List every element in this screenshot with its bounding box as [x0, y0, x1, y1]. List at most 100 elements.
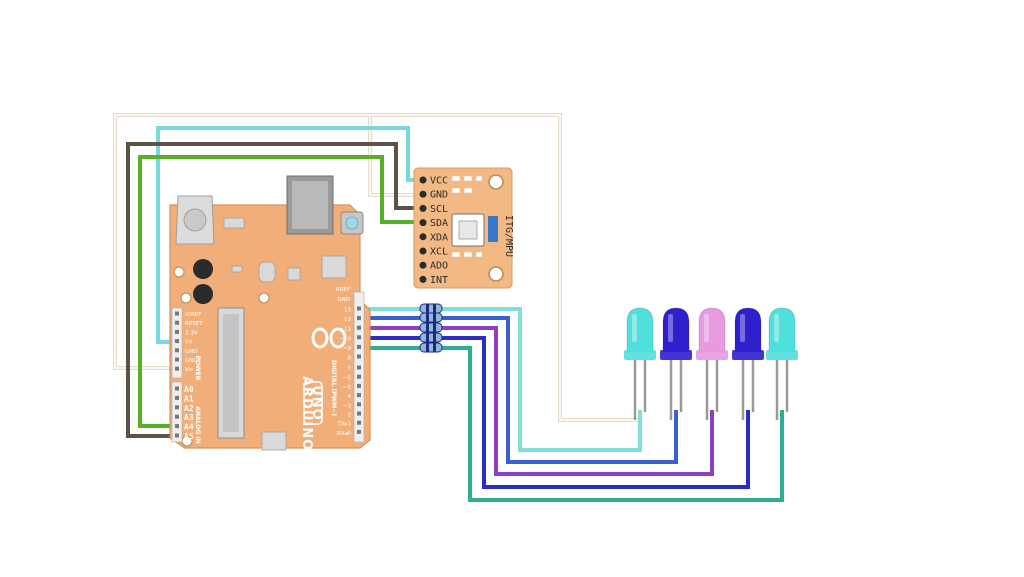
imu-mount-hole-bottom: [488, 266, 504, 282]
imu-pin-hole: [419, 176, 427, 184]
power-pin-socket: [175, 320, 179, 325]
analog-pin-label: A3: [184, 413, 194, 422]
power-pin-socket: [175, 329, 179, 334]
led-1: [624, 307, 656, 420]
digital-pin-socket: [357, 402, 361, 407]
resistor-1: [419, 303, 443, 314]
analog-pin-socket: [175, 414, 179, 419]
imu-pin-label: GND: [430, 190, 448, 201]
power-pin-label: IOREF: [185, 312, 201, 318]
digital-pin-socket: [357, 335, 361, 340]
imu-pin-hole: [419, 233, 427, 241]
digital-pin-label: 12: [344, 317, 351, 323]
arduino-uno: ARDUINO UNO POWER ANALOG IN DIGITAL (PWM…: [169, 175, 371, 451]
led-5: [766, 307, 798, 420]
digital-pin-label: 4: [348, 394, 352, 400]
digital-pin-label: TX▸1: [337, 422, 351, 428]
digital-pin-socket: [357, 325, 361, 330]
imu-pin-label: ADO: [430, 261, 448, 272]
digital-pin-socket: [357, 354, 361, 359]
digital-pin-socket: [357, 306, 361, 311]
digital-pin-label: ~11: [339, 327, 351, 333]
power-pin-label: 3.3V: [185, 330, 198, 336]
led-rim: [732, 350, 764, 360]
analog-pin-socket: [175, 405, 179, 410]
digital-pin-socket: [357, 316, 361, 321]
led-highlight: [668, 314, 673, 342]
resistor-3: [419, 322, 443, 333]
digital-pin-label: 13: [344, 308, 351, 314]
digital-pin-socket: [357, 420, 361, 425]
power-pin-socket: [175, 366, 179, 371]
digital-pin-socket: [357, 344, 361, 349]
arduino-brand: ARDUINO: [299, 376, 314, 451]
analog-pin-label: A2: [184, 404, 194, 413]
led-lens: [734, 307, 762, 353]
imu-pin-label: SDA: [430, 218, 448, 229]
power-pin-socket: [175, 311, 179, 316]
digital-pin-label: 2: [348, 413, 352, 419]
wire-pin-10: [355, 336, 750, 489]
led-2: [660, 307, 692, 420]
arduino-logo: [311, 327, 347, 349]
power-pin-label: 5V: [185, 340, 192, 346]
capacitor-1: [193, 259, 213, 279]
imu-pin-hole: [419, 204, 427, 212]
digital-pin-label: 8: [348, 356, 352, 362]
led-rim: [696, 350, 728, 360]
imu-pin-hole: [419, 261, 427, 269]
imu-pin-hole: [419, 247, 427, 255]
digital-pin-socket: [357, 393, 361, 398]
imu-pin-label: XDA: [430, 232, 448, 243]
analog-pin-socket: [175, 395, 179, 400]
power-pin-label: GND: [185, 349, 198, 355]
analog-header-strip: [171, 381, 183, 443]
analog-pin-socket: [175, 386, 179, 391]
resistor-5: [419, 342, 443, 353]
digital-pin-label: ~6: [343, 376, 352, 382]
power-pin-label: GND: [185, 358, 198, 364]
wire-sda: [138, 155, 418, 428]
imu-regulator: [488, 216, 498, 242]
digital-pin-label: ~10: [339, 336, 351, 342]
wire-vcc: [156, 126, 418, 344]
led-4: [732, 307, 764, 420]
imu-pin-label: INT: [430, 275, 448, 286]
led-highlight: [774, 314, 779, 342]
power-pin-socket: [175, 348, 179, 353]
resistor-2: [419, 312, 443, 323]
led-highlight: [632, 314, 637, 342]
led-lens: [768, 307, 796, 353]
power-pin-socket: [175, 357, 179, 362]
digital-pin-label: 7: [348, 367, 352, 373]
power-pin-label: Vin: [185, 367, 194, 373]
resistor-4: [419, 332, 443, 343]
wire-scl: [126, 142, 418, 438]
led-highlight: [740, 314, 745, 342]
power-header-label: POWER: [194, 356, 201, 381]
leds: [624, 307, 798, 420]
arduino-model: UNO: [309, 385, 324, 421]
imu-pin-hole: [419, 190, 427, 198]
digital-pin-socket: [357, 429, 361, 434]
power-pin-socket: [175, 339, 179, 344]
imu-pin-hole: [419, 219, 427, 227]
led-lens: [626, 307, 654, 353]
uno-badge: UNO: [303, 381, 324, 425]
led-lens: [662, 307, 690, 353]
digital-pin-socket: [357, 383, 361, 388]
digital-pin-label: ~3: [343, 403, 352, 409]
analog-pin-label: A0: [184, 385, 194, 394]
digital-pin-socket: [357, 374, 361, 379]
gnd-top-label: GND: [337, 297, 350, 303]
digital-pin-socket: [357, 411, 361, 416]
digital-header-label: DIGITAL (PWM~): [330, 360, 337, 416]
wire-pin-12: [355, 316, 678, 464]
digital-pin-socket: [357, 365, 361, 370]
